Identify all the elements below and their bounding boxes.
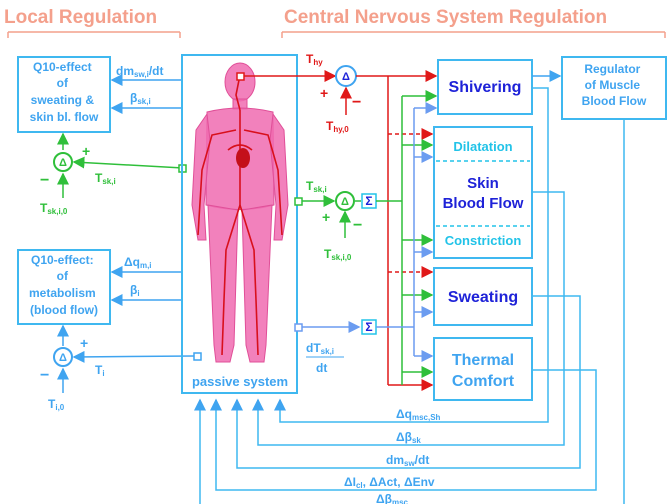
tsk-cns-label: Tsk,i xyxy=(306,179,327,194)
dq-msc-label: Δqmsc,Sh xyxy=(396,407,441,422)
svg-text:Σ: Σ xyxy=(365,194,372,208)
svg-text:−: − xyxy=(353,217,362,234)
tsk0-cns-label: Tsk,i,0 xyxy=(324,247,352,262)
env-feedback-label: ΔIcl, ΔAct, ΔEnv xyxy=(344,475,435,490)
dm-sw-label: dmsw,i/dt xyxy=(116,64,164,79)
svg-text:−: − xyxy=(352,94,361,111)
skin-blood-flow-line1: Skin xyxy=(467,175,499,192)
cns-regulation-header: Central Nervous System Regulation xyxy=(284,7,607,28)
dq-m-label: Δqm,i xyxy=(124,255,152,270)
svg-text:−: − xyxy=(40,172,49,189)
thermal-comfort-line2: Comfort xyxy=(452,373,515,390)
dt-label: dt xyxy=(316,361,327,375)
shivering-label: Shivering xyxy=(449,79,522,96)
thermal-comfort-line1: Thermal xyxy=(452,352,514,369)
svg-text:+: + xyxy=(82,143,90,159)
q10-sweating-label: Q10-effect of sweating & skin bl. flow xyxy=(30,60,99,124)
svg-text:+: + xyxy=(322,209,330,225)
dtsk-label: dTsk,i xyxy=(306,341,334,356)
svg-text:Δ: Δ xyxy=(59,157,67,169)
thy-label: Thy xyxy=(306,52,323,67)
ti0-label: Ti,0 xyxy=(48,397,65,412)
svg-text:−: − xyxy=(40,367,49,384)
skin-blood-flow-line2: Blood Flow xyxy=(443,195,524,212)
heart-icon xyxy=(236,148,250,168)
svg-text:Δ: Δ xyxy=(342,71,350,83)
thermal-comfort-box xyxy=(434,338,532,400)
dbeta-sk-label: Δβsk xyxy=(396,430,421,445)
ti-label: Ti xyxy=(95,363,105,378)
svg-text:Σ: Σ xyxy=(365,320,372,334)
constriction-label: Constriction xyxy=(445,233,522,248)
q10-metabolism-label: Q10-effect: of metabolism (blood flow) xyxy=(29,253,99,317)
beta-sk-label: βsk,i xyxy=(130,91,151,106)
beta-i-label: βi xyxy=(130,283,140,298)
regulator-label: Regulator of Muscle Blood Flow xyxy=(582,62,647,108)
dilatation-label: Dilatation xyxy=(453,139,512,154)
sweating-label: Sweating xyxy=(448,289,518,306)
svg-text:+: + xyxy=(320,85,328,101)
local-regulation-header: Local Regulation xyxy=(4,7,157,28)
thy0-label: Thy,0 xyxy=(326,119,349,134)
dm-sw-feedback-label: dmsw/dt xyxy=(386,453,429,468)
svg-text:+: + xyxy=(80,335,88,351)
tsk-local-label: Tsk,i xyxy=(95,171,116,186)
svg-text:Δ: Δ xyxy=(59,352,67,364)
dbeta-msc-label: Δβmsc xyxy=(376,492,409,504)
svg-text:Δ: Δ xyxy=(341,196,349,208)
passive-system-label: passive system xyxy=(192,374,288,389)
tsk0-local-label: Tsk,i,0 xyxy=(40,201,68,216)
